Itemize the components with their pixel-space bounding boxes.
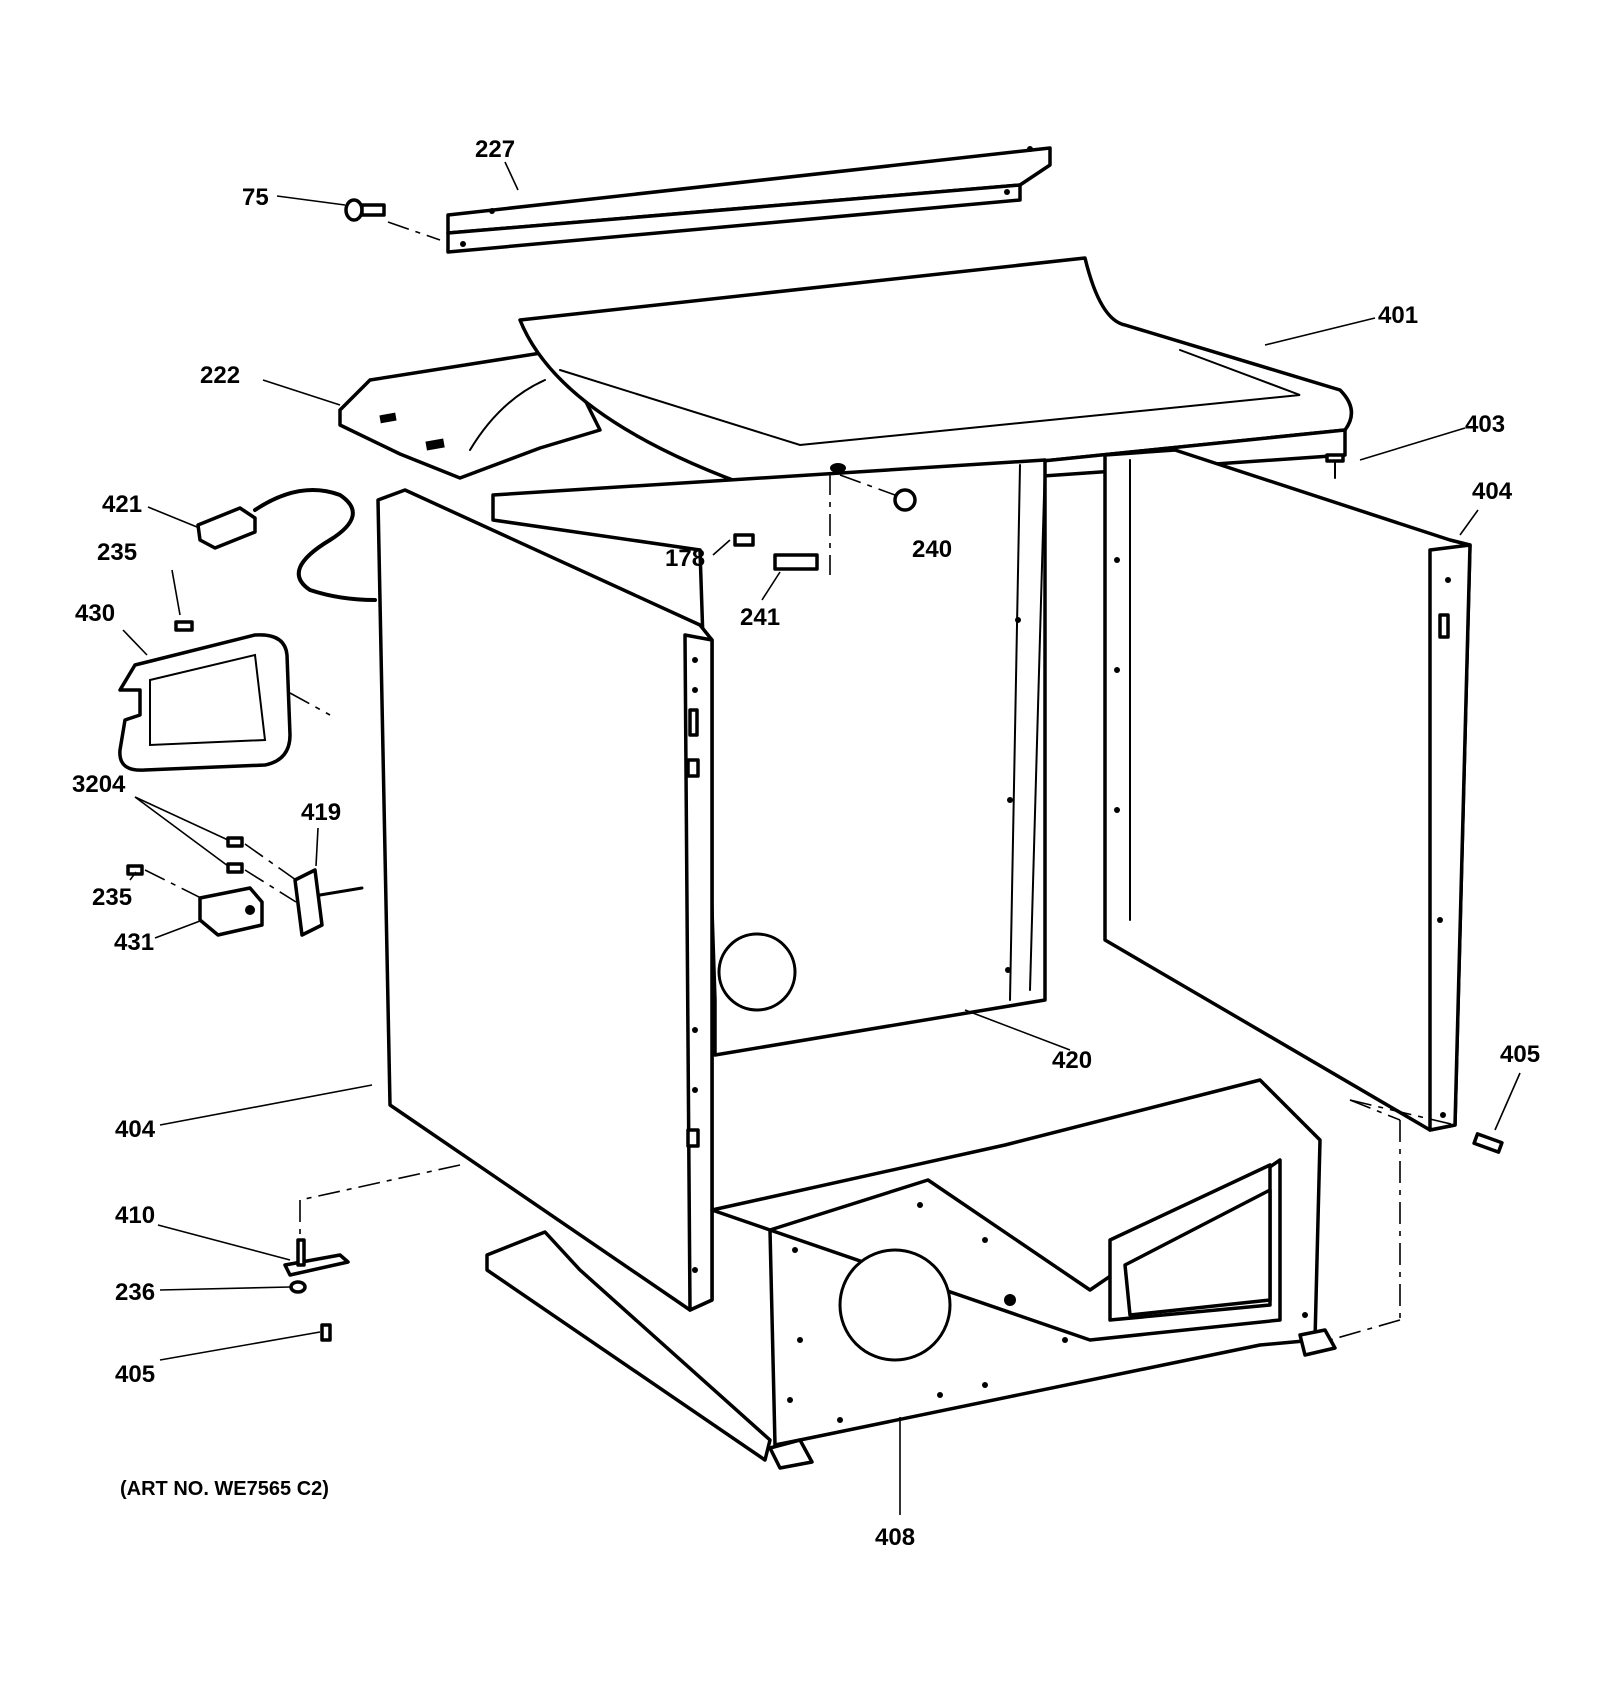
callout-421: 421 [102,491,142,518]
callout-240: 240 [912,536,952,563]
part-419-terminal-block [293,868,364,937]
part-431-bracket-block [198,886,264,937]
callout-404-left: 404 [115,1116,156,1143]
callout-430: 430 [75,600,115,627]
callout-222: 222 [200,362,240,389]
part-420-rear-panel [491,458,1047,1057]
part-410-leveling-bracket [283,1238,350,1277]
part-227-top-bracket [446,146,1052,254]
part-222-rear-bracket [338,348,602,480]
part-404-left-side-panel [376,488,714,1312]
callout-labels: 227 75 401 222 403 404 421 235 178 240 2… [72,136,1540,1551]
art-number: (ART NO. WE7565 C2) [120,1478,329,1500]
callout-3204: 3204 [72,771,126,798]
part-430-cover-plate [118,633,292,772]
callout-404-right: 404 [1472,478,1513,505]
part-178-screw [733,533,755,547]
part-408-base [485,1078,1337,1470]
part-404-right-side-panel [1103,448,1472,1132]
callout-401: 401 [1378,302,1418,329]
callout-241: 241 [740,604,780,631]
part-75-screw [344,198,386,222]
part-421-power-cord [196,488,377,602]
part-236-foot [289,1280,307,1294]
part-235-screw-a [174,620,194,632]
part-405-screw-left [320,1323,332,1342]
part-405-screw-right [1472,1132,1504,1154]
callout-178: 178 [665,545,705,572]
callout-405-left: 405 [115,1361,155,1388]
callout-419: 419 [301,799,341,826]
part-3204-screws [226,836,244,874]
callout-235-a: 235 [97,539,137,566]
callout-75: 75 [242,184,269,211]
callout-403: 403 [1465,411,1505,438]
callout-235-b: 235 [92,884,132,911]
callout-236: 236 [115,1279,155,1306]
callout-420: 420 [1052,1047,1092,1074]
part-401-top-panel [518,256,1354,497]
part-241-clip [773,553,819,571]
callout-408: 408 [875,1524,915,1551]
part-403-screw [1325,453,1345,479]
callout-227: 227 [475,136,515,163]
leader-lines [122,161,1521,1515]
callout-431: 431 [114,929,154,956]
callout-410: 410 [115,1202,155,1229]
part-240-grommet [893,488,917,512]
callout-405-right: 405 [1500,1041,1540,1068]
